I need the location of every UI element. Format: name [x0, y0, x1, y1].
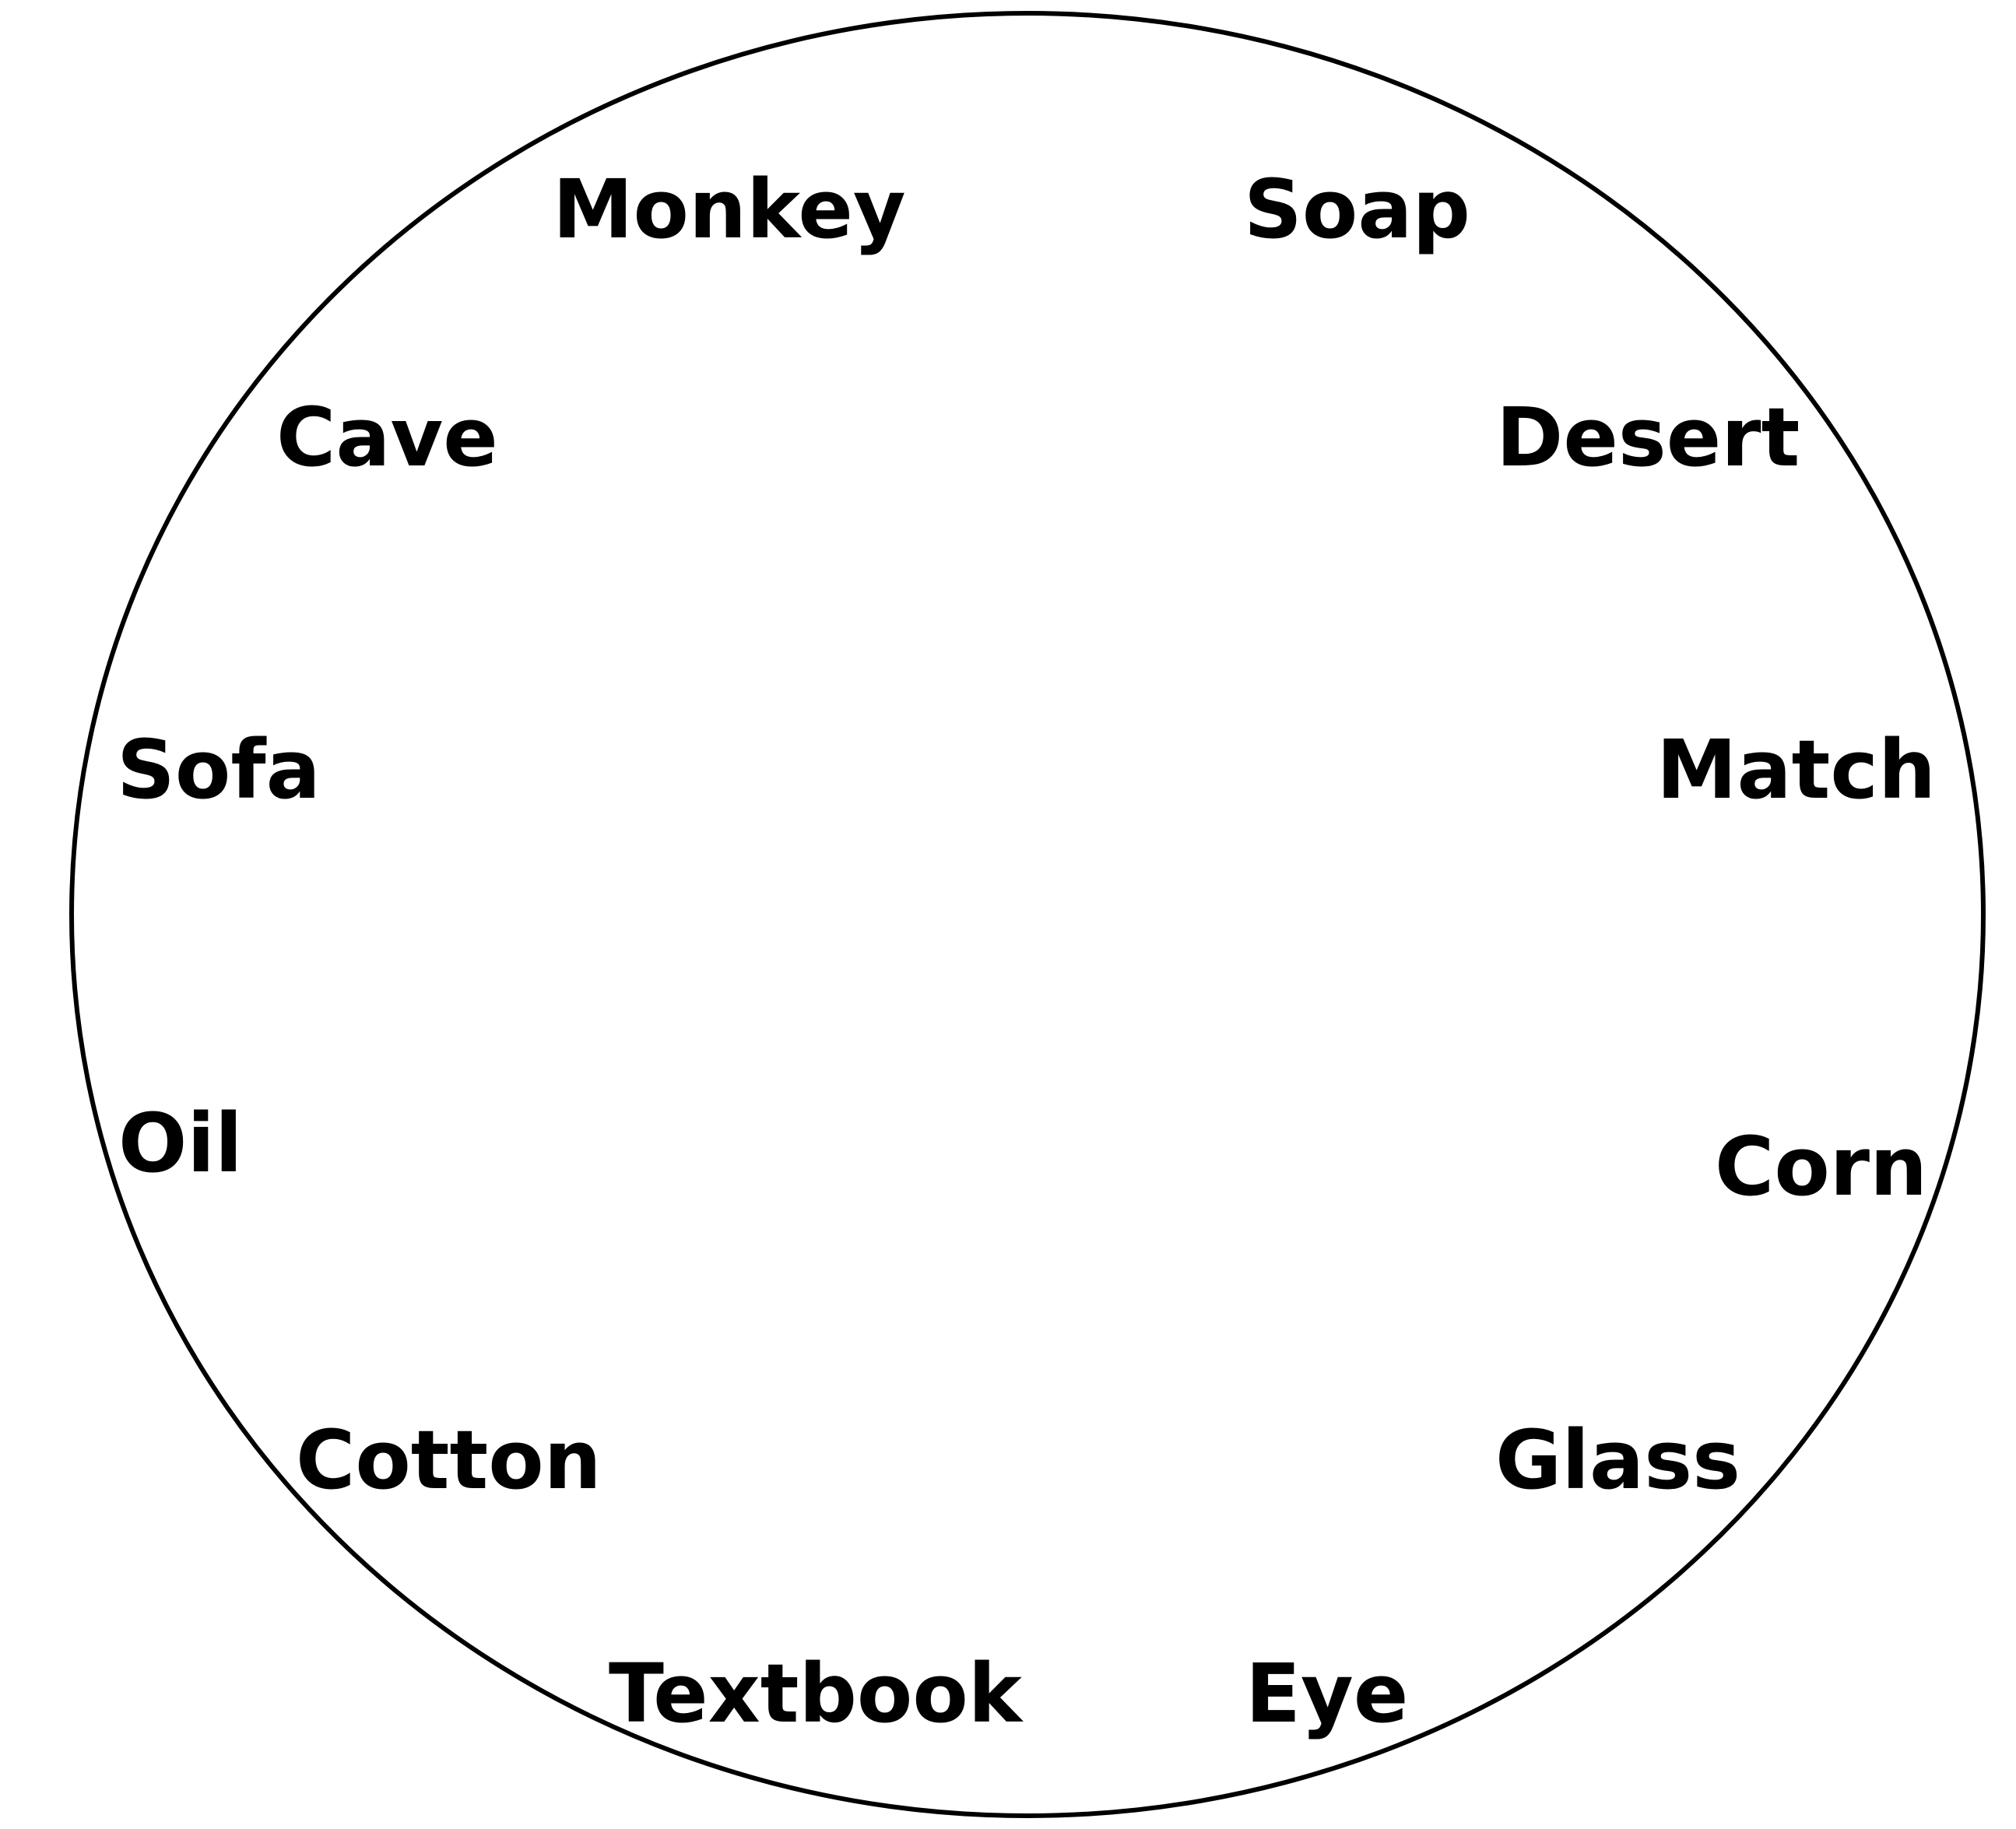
word-soap: Soap	[1244, 162, 1470, 257]
word-glass: Glass	[1495, 1413, 1740, 1508]
word-eye: Eye	[1245, 1646, 1408, 1741]
word-oil: Oil	[118, 1096, 243, 1191]
word-desert: Desert	[1496, 390, 1800, 485]
word-sofa: Sofa	[117, 722, 321, 817]
word-monkey: Monkey	[553, 162, 906, 257]
word-cotton: Cotton	[296, 1413, 602, 1508]
word-match: Match	[1656, 722, 1936, 817]
word-cave: Cave	[276, 390, 498, 485]
word-corn: Corn	[1715, 1119, 1927, 1214]
word-textbook: Textbook	[609, 1646, 1024, 1741]
outer-circle	[69, 11, 1986, 1818]
